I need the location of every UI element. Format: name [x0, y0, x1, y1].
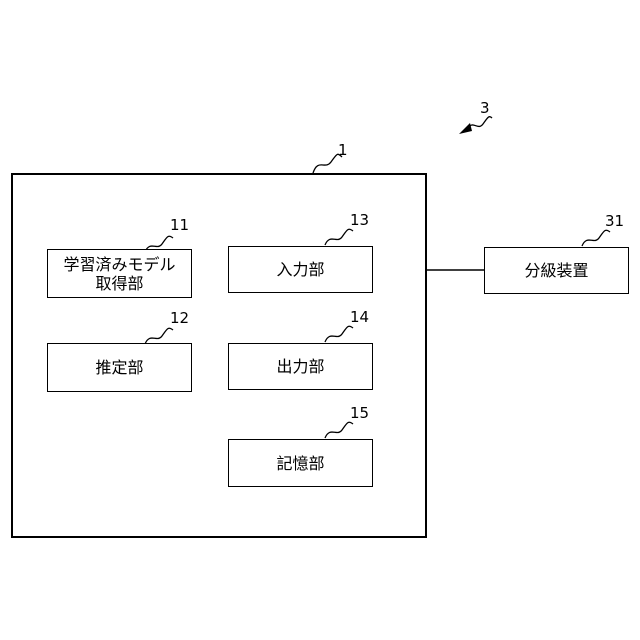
block-grading-device-label: 分級装置 [524, 261, 588, 280]
device-ref: 1 [338, 142, 348, 158]
block-model-acquisition: 学習済みモデル 取得部 [47, 249, 192, 298]
storage-ref: 15 [350, 405, 369, 421]
block-output: 出力部 [228, 343, 373, 390]
output-ref: 14 [350, 309, 369, 325]
system-ref: 3 [480, 100, 490, 116]
block-storage-label: 記憶部 [276, 454, 324, 473]
block-estimation-label: 推定部 [95, 358, 143, 377]
model-acquisition-ref: 11 [170, 217, 189, 233]
leader-estimation [145, 328, 173, 344]
system-arrow-line [468, 117, 492, 128]
leader-input [325, 229, 353, 245]
block-output-label: 出力部 [276, 357, 324, 376]
block-input: 入力部 [228, 246, 373, 293]
block-input-label: 入力部 [276, 260, 324, 279]
grading-device-ref: 31 [605, 213, 624, 229]
block-model-acquisition-line1: 学習済みモデル [63, 255, 175, 274]
system-arrow-head [459, 123, 472, 134]
block-estimation: 推定部 [47, 343, 192, 392]
leader-grading-device [582, 230, 610, 246]
leader-output [325, 326, 353, 342]
leader-storage [325, 422, 353, 438]
estimation-ref: 12 [170, 310, 189, 326]
block-model-acquisition-line2: 取得部 [95, 274, 143, 293]
block-grading-device: 分級装置 [484, 247, 629, 294]
input-ref: 13 [350, 212, 369, 228]
block-storage: 記憶部 [228, 439, 373, 487]
